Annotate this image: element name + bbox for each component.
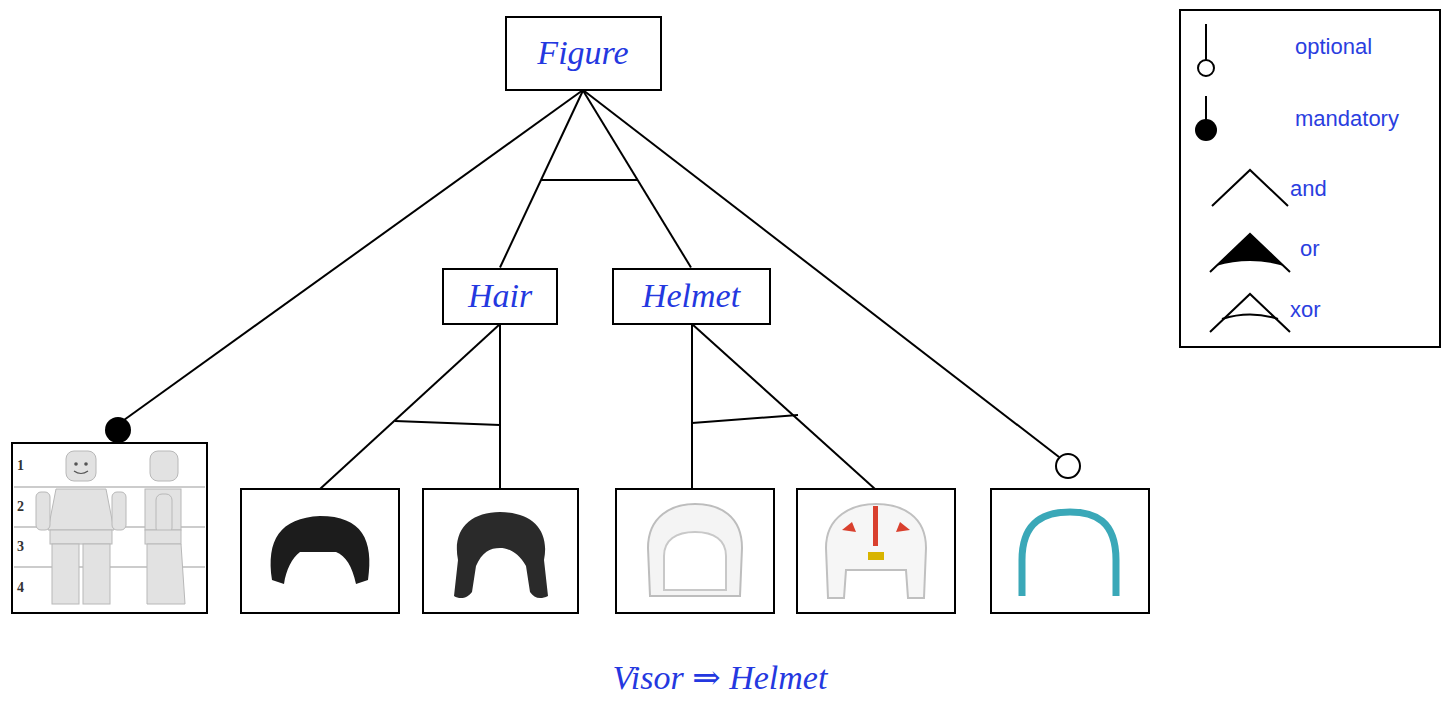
mandatory-line [124, 90, 583, 420]
row-number: 3 [17, 540, 24, 554]
constraint: Visor ⇒ Helmet [613, 661, 828, 695]
mandatory-dot [105, 417, 131, 443]
root-feature: Figure [505, 16, 662, 91]
mouth [74, 471, 88, 474]
legend-xor [1222, 315, 1278, 320]
pilot-helmet [826, 504, 926, 598]
legend-mandatory [1195, 119, 1217, 141]
leg [83, 544, 110, 604]
and-bar [395, 421, 500, 425]
hair-wire [499, 324, 501, 489]
eye [84, 462, 88, 466]
feature-edge [583, 91, 691, 268]
and-bar [541, 179, 638, 181]
picture-box [991, 489, 1149, 613]
legend-or-lines [1210, 234, 1290, 272]
feature-edge [500, 91, 583, 268]
legend-xor-lines [1210, 294, 1290, 332]
leg [147, 544, 185, 604]
helmet-wire [691, 324, 693, 489]
and-bar [692, 415, 798, 423]
picture-box [797, 489, 955, 613]
helmet-detail [868, 552, 884, 560]
eye [74, 462, 78, 466]
helmet-wire [692, 324, 875, 489]
legend-entry: or [1300, 238, 1320, 260]
picture-box [241, 489, 399, 613]
picture-box [616, 489, 774, 613]
head [66, 451, 96, 481]
head [150, 451, 178, 481]
legend-or [1216, 234, 1284, 266]
feature-name: Figure [537, 36, 628, 70]
legend-entry: and [1290, 178, 1327, 200]
minifigure-side [145, 451, 185, 604]
legend-box [1180, 10, 1440, 347]
feature-box: Hair [442, 268, 558, 325]
picture-box [423, 489, 578, 613]
optional-circle [1056, 454, 1080, 478]
short-hair [271, 516, 370, 584]
legend-entry: mandatory [1295, 108, 1399, 130]
body-box [12, 443, 207, 613]
row-number: 2 [17, 500, 24, 514]
arm [156, 494, 172, 534]
row-line [14, 487, 205, 488]
long-hair [454, 512, 548, 598]
legend-line [1205, 96, 1207, 120]
feature-name: Hair [468, 279, 532, 313]
legend-line [1205, 24, 1207, 60]
legend-and [1212, 170, 1288, 206]
row-number: 4 [17, 581, 24, 595]
hips [145, 530, 181, 544]
helmet-opening [664, 532, 726, 590]
optional-line [583, 90, 1059, 457]
row-number: 1 [17, 459, 24, 473]
helmet-stripe [873, 506, 878, 546]
minifigure-front [36, 451, 126, 604]
legend-entry: optional [1295, 36, 1372, 58]
feature-box: Helmet [612, 268, 771, 325]
arm [36, 492, 50, 530]
arm [112, 492, 126, 530]
hair-wire [320, 324, 500, 489]
feature-name: Helmet [642, 279, 740, 313]
torso [48, 489, 114, 530]
hips [50, 530, 112, 544]
visor [1022, 512, 1116, 596]
legend-entry: xor [1290, 299, 1321, 321]
space-helmet [648, 504, 742, 596]
helmet-emblem [842, 522, 910, 532]
legend-optional [1198, 60, 1214, 76]
leg [52, 544, 79, 604]
